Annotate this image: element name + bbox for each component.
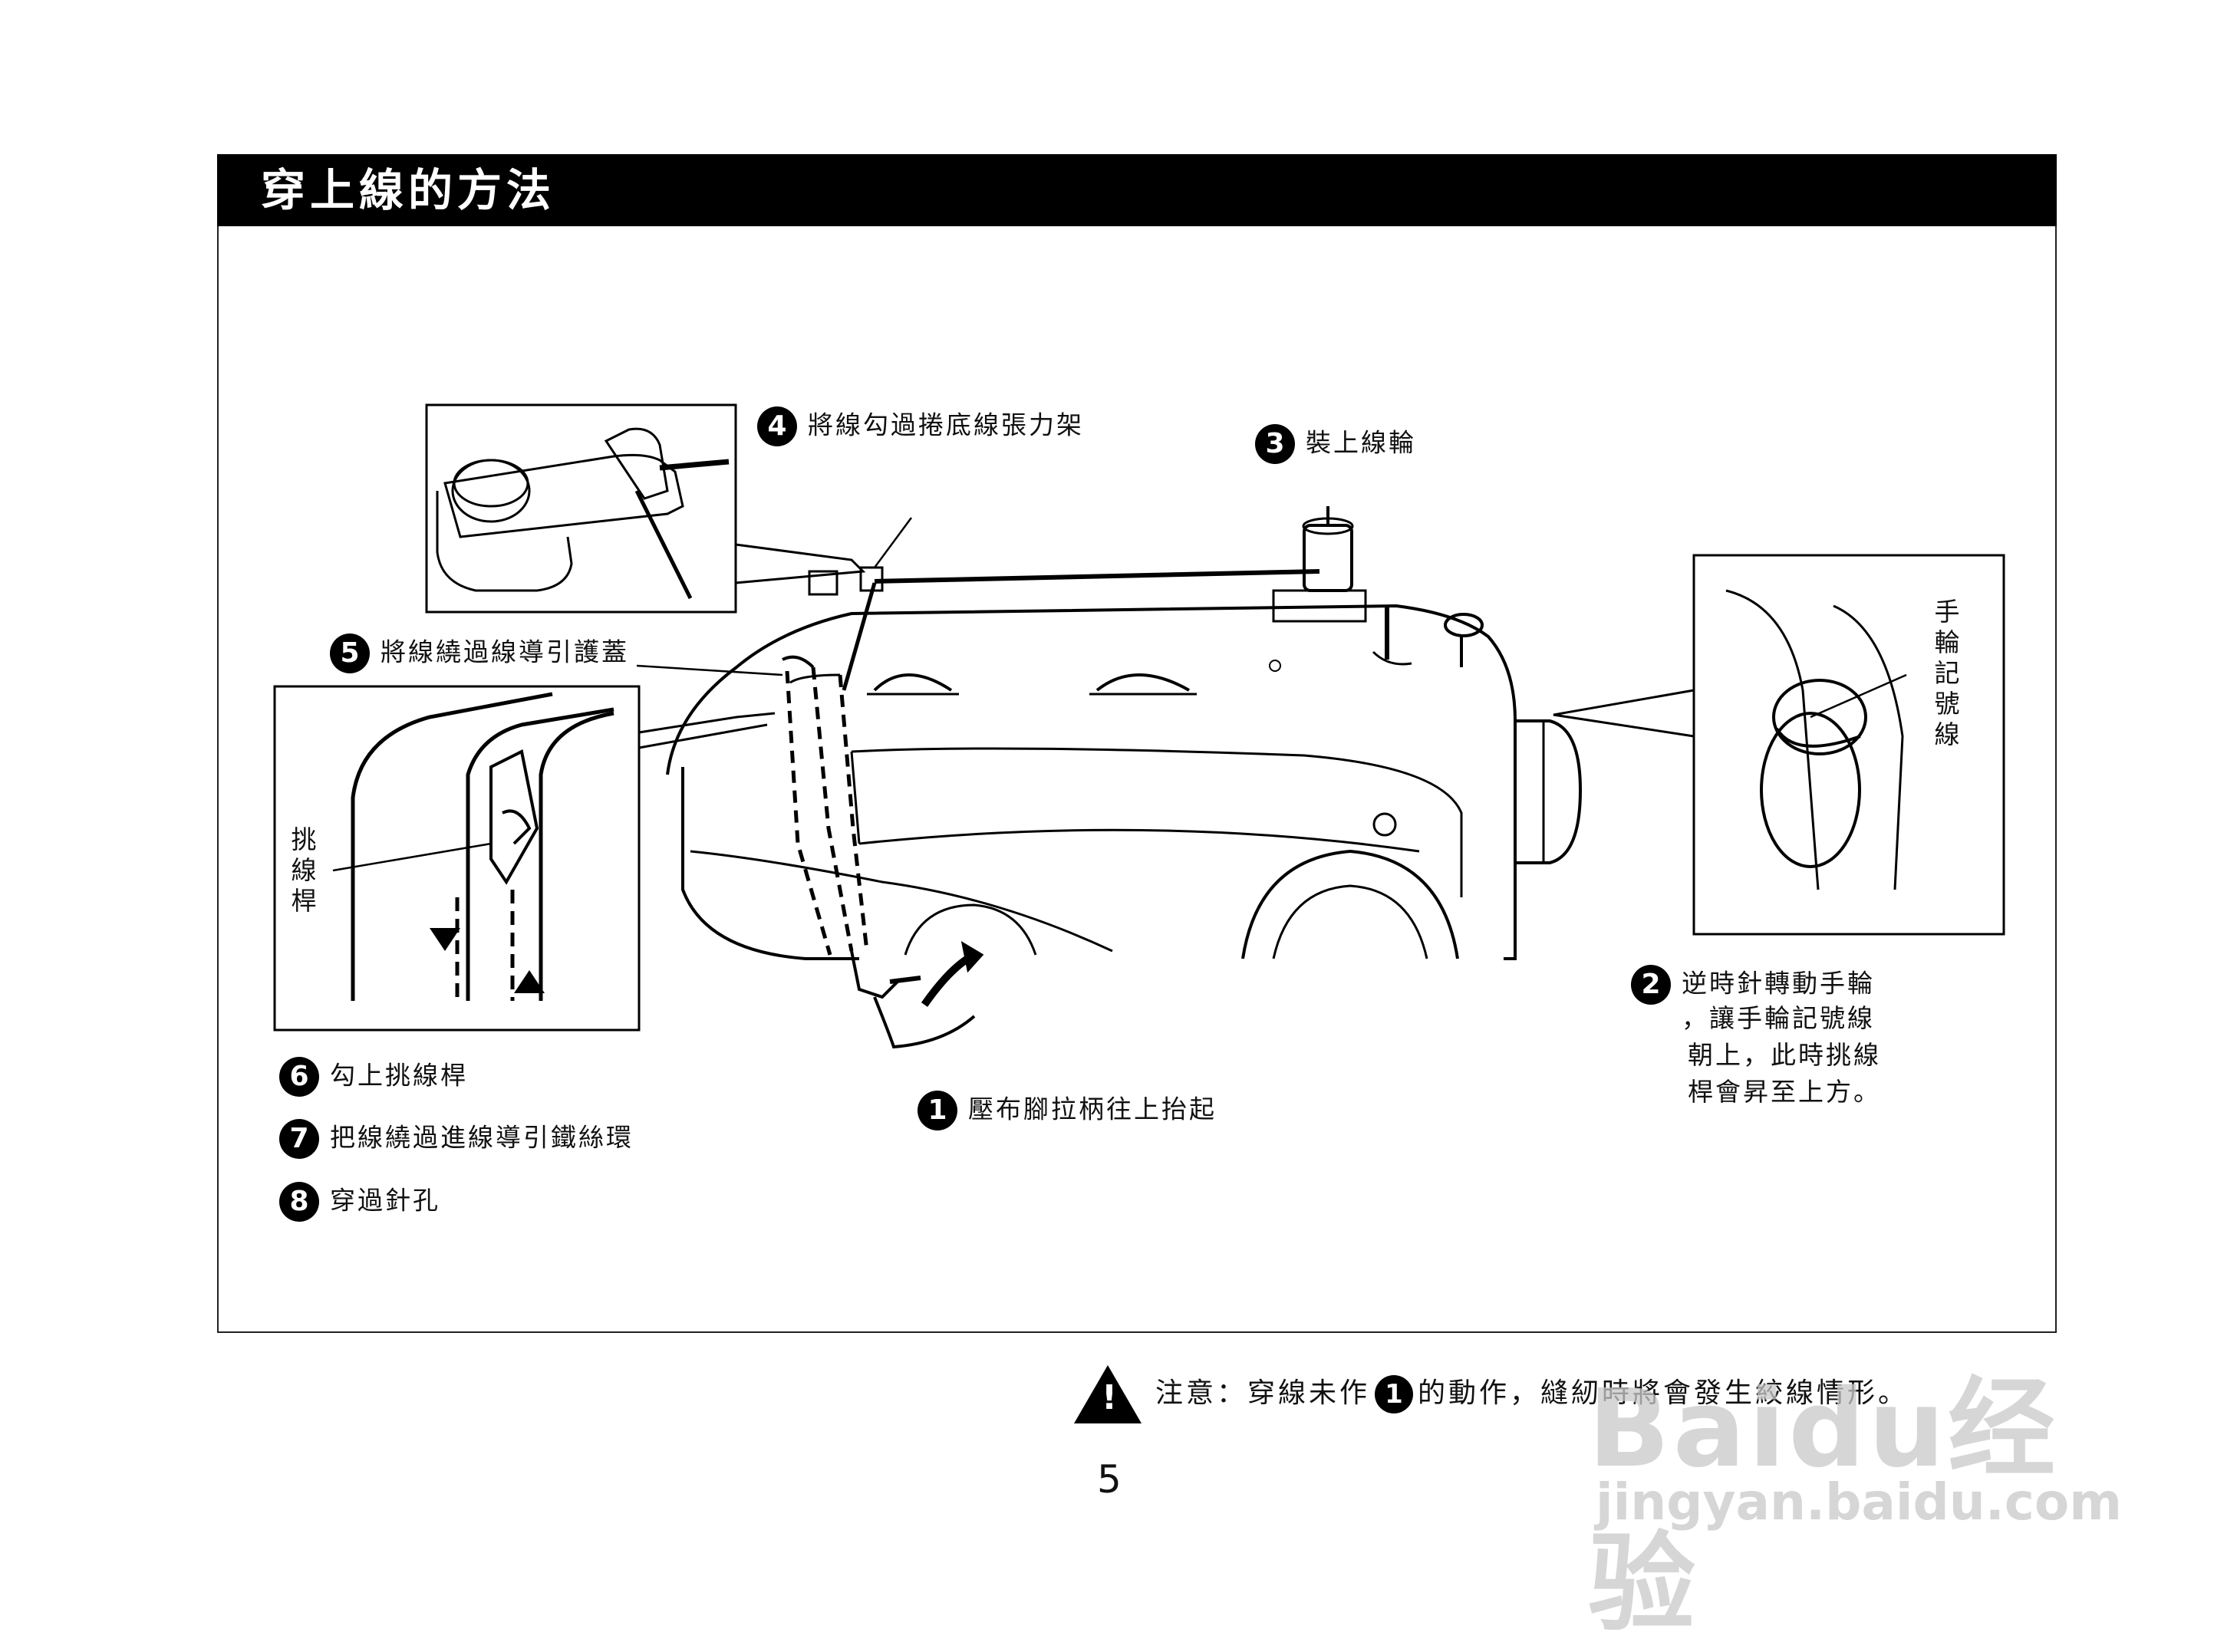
step-number-badge: 6 (279, 1057, 319, 1097)
step-3-label: 3 裝上線輪 (1255, 424, 1416, 464)
step-text: 勾上挑線桿 (330, 1060, 468, 1091)
step-2-line2: ，讓手輪記號線 (1682, 1003, 1875, 1033)
step-2-line3: 朝上，此時挑線 (1688, 1040, 1881, 1070)
watermark-url: jingyan.baidu.com (1596, 1473, 2123, 1532)
title-bar (217, 154, 2057, 226)
step-number-badge: 8 (279, 1182, 319, 1222)
step-text: 穿過針孔 (330, 1185, 440, 1216)
step-number-badge: 2 (1631, 965, 1671, 1005)
step-text-line1: 逆時針轉動手輪 (1682, 968, 1875, 999)
handwheel-mark-callout: 手輪記號線 (1934, 597, 1960, 749)
note-prefix: 注意：穿線未作 (1155, 1377, 1371, 1409)
warning-triangle-icon: ! (1074, 1365, 1142, 1423)
step-number-badge: 4 (757, 406, 797, 446)
page-title: 穿上線的方法 (261, 164, 556, 216)
step-4-label: 4 將線勾過捲底線張力架 (757, 406, 1084, 446)
note-suffix: 的動作，縫紉時將會發生絞線情形。 (1418, 1377, 1909, 1409)
inset-handwheel (1692, 554, 2005, 936)
inset-take-up-lever (273, 685, 641, 1032)
step-6-label: 6 勾上挑線桿 (279, 1057, 468, 1097)
step-8-label: 8 穿過針孔 (279, 1182, 440, 1222)
take-up-lever-callout: 挑線桿 (291, 824, 317, 916)
note-ref-badge: 1 (1375, 1375, 1414, 1413)
baidu-watermark: Baidu经验 jingyan.baidu.com (1588, 1258, 2125, 1647)
step-text: 裝上線輪 (1306, 427, 1416, 458)
step-number-badge: 3 (1255, 424, 1295, 464)
threading-illustration (273, 403, 2005, 1049)
step-2-label: 2 逆時針轉動手輪 (1631, 965, 1875, 1005)
inset-tension-guide (425, 403, 737, 614)
step-5-label: 5 將線繞過線導引護蓋 (330, 633, 629, 673)
step-2-line4: 桿會昇至上方。 (1688, 1077, 1881, 1107)
step-text: 把線繞過進線導引鐵絲環 (330, 1122, 634, 1153)
step-text: 將線繞過線導引護蓋 (381, 637, 629, 667)
step-text: 將線勾過捲底線張力架 (808, 410, 1084, 440)
step-number-badge: 5 (330, 633, 370, 673)
step-1-label: 1 壓布腳拉柄往上抬起 (918, 1091, 1217, 1130)
step-number-badge: 1 (918, 1091, 957, 1130)
step-text: 壓布腳拉柄往上抬起 (968, 1094, 1217, 1124)
page-number: 5 (1097, 1457, 1122, 1502)
step-7-label: 7 把線繞過進線導引鐵絲環 (279, 1119, 634, 1159)
step-number-badge: 7 (279, 1119, 319, 1159)
